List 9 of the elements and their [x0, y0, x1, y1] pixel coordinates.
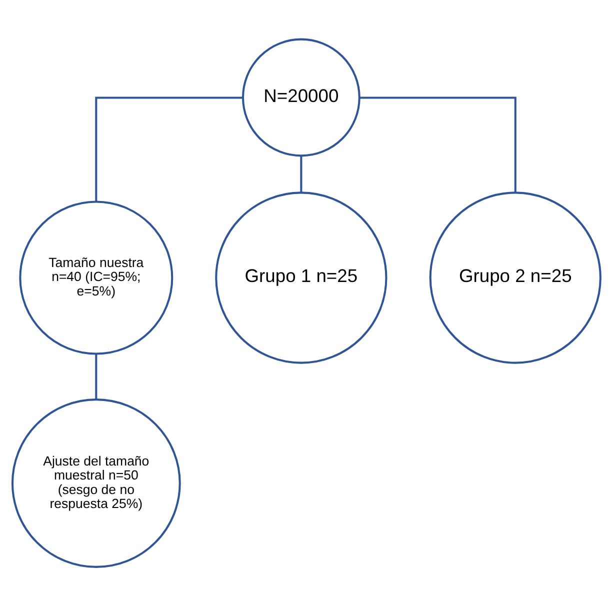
node-circle: Grupo 1 n=25	[215, 191, 388, 364]
node-circle: N=20000	[242, 38, 360, 156]
node-circle: Ajuste del tamaño muestral n=50 (sesgo de no respuesta 25%)	[11, 398, 181, 568]
connector	[360, 96, 516, 192]
connector	[95, 96, 243, 202]
node-circle: Tamaño nuestra n=40 (IC=95%; e=5%)	[19, 200, 174, 354]
connector	[95, 353, 98, 399]
node-circle: Grupo 2 n=25	[429, 191, 602, 364]
connector	[300, 156, 302, 192]
